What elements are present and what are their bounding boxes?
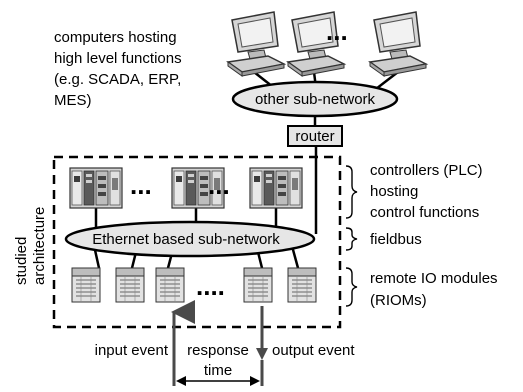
riom-link — [256, 251, 264, 269]
fieldbus-label: fieldbus — [370, 231, 422, 248]
other-subnetwork-label: other sub-network — [255, 91, 376, 108]
riom-ellipsis: .... — [196, 271, 225, 301]
io-module-icon — [155, 267, 185, 303]
top-text-line4: MES) — [54, 92, 92, 109]
response-label: response — [187, 342, 249, 359]
controllers-label-line1: controllers (PLC) — [370, 162, 483, 179]
fieldbus-brace — [345, 227, 358, 251]
computer-icon — [369, 11, 427, 77]
output-event-arrowhead — [256, 348, 268, 360]
io-module-icon — [243, 267, 273, 303]
top-text-line3: (e.g. SCADA, ERP, — [54, 71, 181, 88]
time-arrow-left — [176, 376, 186, 386]
controllers-label-line2: hosting — [370, 183, 418, 200]
riom-link — [93, 249, 101, 269]
plc-ellipsis: ... — [208, 170, 230, 200]
time-arrow-right — [250, 376, 260, 386]
io-module-icon — [71, 267, 101, 303]
controllers-label-line3: control functions — [370, 204, 479, 221]
top-text-line1: computers hosting — [54, 29, 177, 46]
output-event-label: output event — [272, 342, 355, 359]
plc-rack-icon — [69, 167, 123, 209]
riom-brace — [345, 267, 358, 307]
computer-icon — [227, 11, 285, 77]
io-module-icon — [287, 267, 317, 303]
studied-label-line1: studied — [13, 237, 30, 285]
studied-label-line2: architecture — [31, 207, 48, 285]
input-event-label: input event — [95, 342, 169, 359]
plc-ellipsis: ... — [130, 170, 152, 200]
riom-label-line1: remote IO modules — [370, 270, 498, 287]
studied-architecture-box — [52, 155, 342, 329]
ethernet-subnetwork-label: Ethernet based sub-network — [92, 231, 280, 248]
io-module-icon — [115, 267, 145, 303]
ethernet-subnetwork — [64, 220, 316, 258]
plc-rack-icon — [249, 167, 303, 209]
top-text-line2: high level functions — [54, 50, 182, 67]
router-label: router — [295, 128, 334, 145]
controllers-brace — [345, 165, 358, 219]
computers-ellipsis: ... — [326, 16, 348, 46]
time-label: time — [204, 362, 232, 379]
riom-label-line2: (RIOMs) — [370, 292, 427, 309]
